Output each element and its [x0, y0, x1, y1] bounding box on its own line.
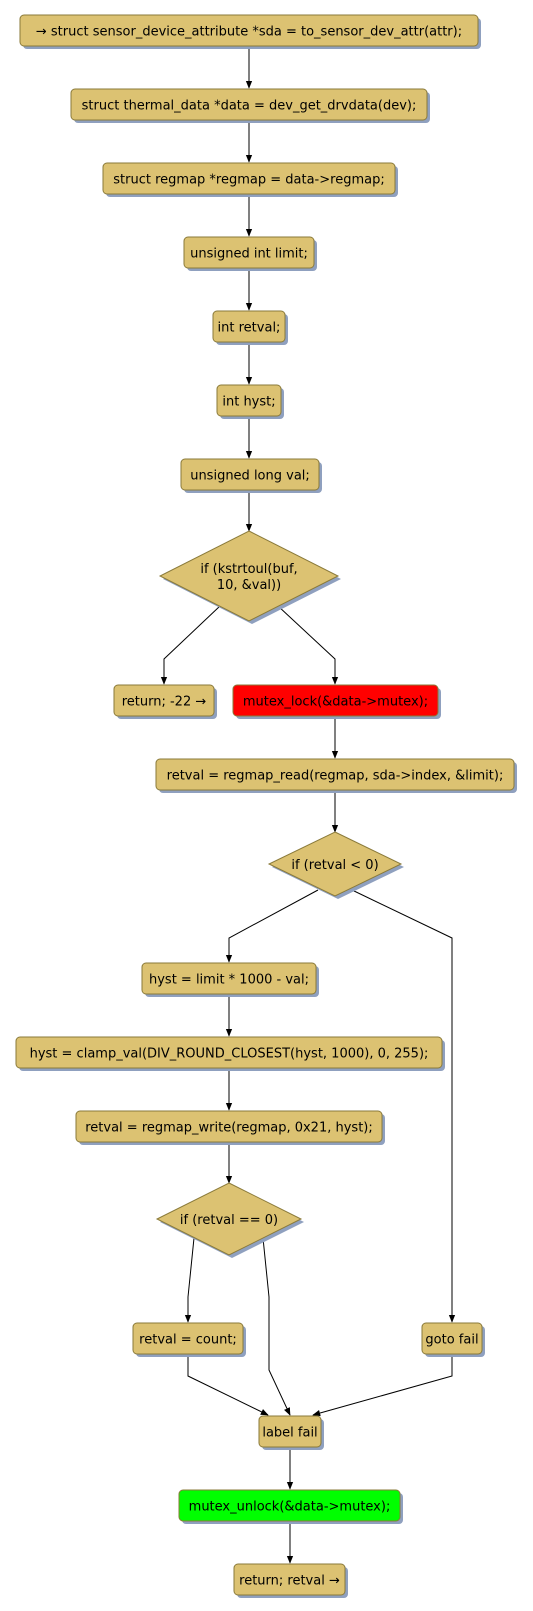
node-label: → struct sensor_device_attribute *sda = …: [36, 25, 462, 40]
node-d3: if (retval == 0): [155, 1182, 304, 1258]
edge-n14-n16: [187, 1354, 269, 1416]
node-n12: hyst = clamp_val(DIV_ROUND_CLOSEST(hyst,…: [15, 1036, 445, 1071]
node-n4: unsigned int limit;: [183, 236, 317, 271]
node-label: retval = regmap_write(regmap, 0x21, hyst…: [85, 1121, 373, 1136]
node-box: [258, 1415, 322, 1448]
node-label: hyst = clamp_val(DIV_ROUND_CLOSEST(hyst,…: [30, 1047, 429, 1062]
node-label: retval = regmap_read(regmap, sda->index,…: [167, 769, 504, 784]
node-label: unsigned long val;: [190, 469, 310, 484]
edge-d2-n11: [225, 889, 319, 963]
node-n6: int hyst;: [216, 384, 284, 419]
node-box: [232, 684, 439, 717]
edge-d2-n15: [351, 889, 456, 1323]
decision-diamond: [155, 1182, 303, 1256]
nodes: → struct sensor_device_attribute *sda = …: [15, 14, 517, 1598]
node-box: [155, 758, 515, 791]
node-n16: label fail: [258, 1415, 324, 1450]
node-label: goto fail: [425, 1333, 478, 1348]
node-box: [216, 384, 282, 417]
node-label: mutex_unlock(&data->mutex);: [189, 1500, 391, 1515]
node-label: mutex_lock(&data->mutex);: [243, 695, 428, 710]
node-label: label fail: [262, 1426, 317, 1441]
node-n17: mutex_unlock(&data->mutex);: [178, 1489, 403, 1524]
decision-label: if (retval == 0): [180, 1213, 278, 1228]
node-box: [421, 1322, 483, 1355]
node-box: [15, 1036, 443, 1069]
edge-d3-n14: [184, 1237, 195, 1323]
node-n11: hyst = limit * 1000 - val;: [141, 962, 319, 997]
node-box: [141, 962, 317, 995]
node-n8: return; -22 →: [113, 684, 217, 719]
node-n5: int retval;: [212, 310, 288, 345]
node-box: [233, 1563, 346, 1596]
node-d1: if (kstrtoul(buf,10, &val)): [158, 530, 341, 624]
node-n3: struct regmap *regmap = data->regmap;: [102, 162, 398, 197]
node-n18: return; retval →: [233, 1563, 348, 1598]
edge-d1-n8: [160, 605, 221, 685]
node-box: [183, 236, 315, 269]
decision-label: if (retval < 0): [291, 858, 378, 873]
node-label: int retval;: [218, 321, 281, 336]
edge-d1-n9: [277, 605, 339, 685]
node-n14: retval = count;: [132, 1322, 246, 1357]
node-box: [113, 684, 215, 717]
node-label: return; retval →: [239, 1574, 340, 1589]
node-box: [180, 458, 320, 491]
node-box: [70, 88, 428, 121]
node-label: struct regmap *regmap = data->regmap;: [113, 173, 384, 188]
node-label: retval = count;: [139, 1333, 237, 1348]
node-n13: retval = regmap_write(regmap, 0x21, hyst…: [75, 1110, 385, 1145]
decision-diamond: [158, 530, 340, 622]
node-n9: mutex_lock(&data->mutex);: [232, 684, 441, 719]
node-n10: retval = regmap_read(regmap, sda->index,…: [155, 758, 517, 793]
node-box: [178, 1489, 401, 1522]
decision-label: if (kstrtoul(buf,: [200, 562, 297, 577]
node-label: hyst = limit * 1000 - val;: [149, 973, 309, 988]
node-n2: struct thermal_data *data = dev_get_drvd…: [70, 88, 430, 123]
node-label: unsigned int limit;: [190, 247, 308, 262]
node-label: return; -22 →: [122, 695, 207, 710]
node-d2: if (retval < 0): [267, 831, 404, 899]
edges: [160, 46, 456, 1564]
node-n7: unsigned long val;: [180, 458, 322, 493]
decision-label: 10, &val)): [217, 578, 281, 593]
node-label: int hyst;: [222, 395, 275, 410]
node-box: [75, 1110, 383, 1143]
edge-d3-n16: [262, 1237, 291, 1416]
node-box: [132, 1322, 244, 1355]
node-box: [212, 310, 286, 343]
node-box: [102, 162, 396, 195]
node-box: [19, 14, 479, 47]
decision-diamond: [267, 831, 403, 897]
node-n15: goto fail: [421, 1322, 485, 1357]
node-label: struct thermal_data *data = dev_get_drvd…: [82, 99, 417, 114]
edge-n15-n16: [312, 1354, 453, 1417]
node-n1: → struct sensor_device_attribute *sda = …: [19, 14, 481, 49]
